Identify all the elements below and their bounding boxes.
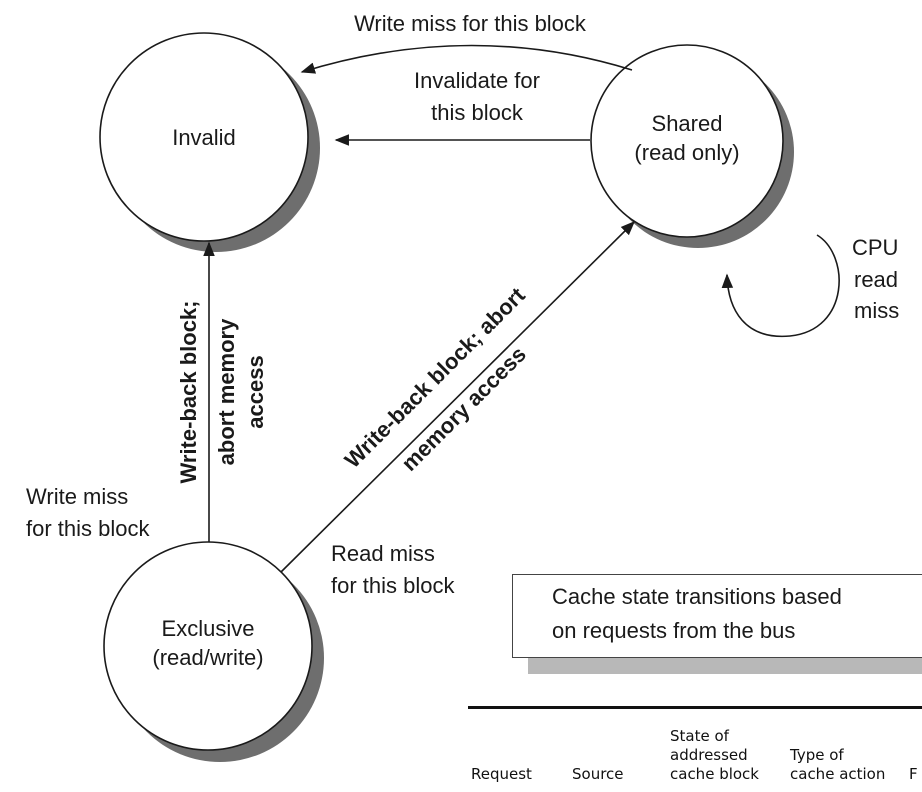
state-exclusive: Exclusive (read/write) [103,541,324,762]
state-invalid-circle [99,32,309,242]
state-exclusive-sublabel: (read/write) [152,645,263,670]
label-write-miss-exclusive-2: for this block [26,516,150,541]
state-shared-sublabel: (read only) [634,140,739,165]
label-writeback-vertical-1: Write-back block; [176,301,201,484]
arrow-exclusive-to-shared [280,220,636,573]
label-invalidate-line1: Invalidate for [414,68,540,93]
label-writeback-vertical-3: access [243,355,268,428]
caption-line-1: Cache state transitions based [552,584,842,609]
arrow-shared-to-invalid-write-miss [300,44,633,74]
state-shared-label: Shared [652,111,723,136]
table-header-state-1: State of [670,727,729,745]
label-write-miss-shared: Write miss for this block [354,11,587,36]
caption-box [512,574,922,658]
table-header-type-1: Type of [790,746,844,764]
state-invalid-label: Invalid [172,125,236,150]
caption-text: Cache state transitions based on request… [552,580,922,648]
caption-line-2: on requests from the bus [552,618,796,643]
state-shared-circle [590,44,784,238]
state-exclusive-label: Exclusive [162,616,255,641]
arrow-shared-self-loop [721,234,840,338]
state-exclusive-circle [103,541,313,751]
label-miss: miss [854,298,899,323]
table-header-state-3: cache block [670,765,759,783]
table-header-source: Source [572,765,624,783]
label-read-miss-2: for this block [331,573,455,598]
label-read: read [854,267,898,292]
table-header-cut: F [909,765,918,783]
label-writeback-vertical-2: abort memory [214,318,239,465]
label-write-miss-exclusive-1: Write miss [26,484,128,509]
label-cpu: CPU [852,235,898,260]
table-header-state-2: addressed [670,746,748,764]
label-invalidate-line2: this block [431,100,524,125]
label-read-miss-1: Read miss [331,541,435,566]
state-invalid: Invalid [99,32,320,252]
table-header-type-2: cache action [790,765,886,783]
state-shared: Shared (read only) [590,44,794,248]
table-header-request: Request [471,765,532,783]
table-top-rule [468,706,922,709]
